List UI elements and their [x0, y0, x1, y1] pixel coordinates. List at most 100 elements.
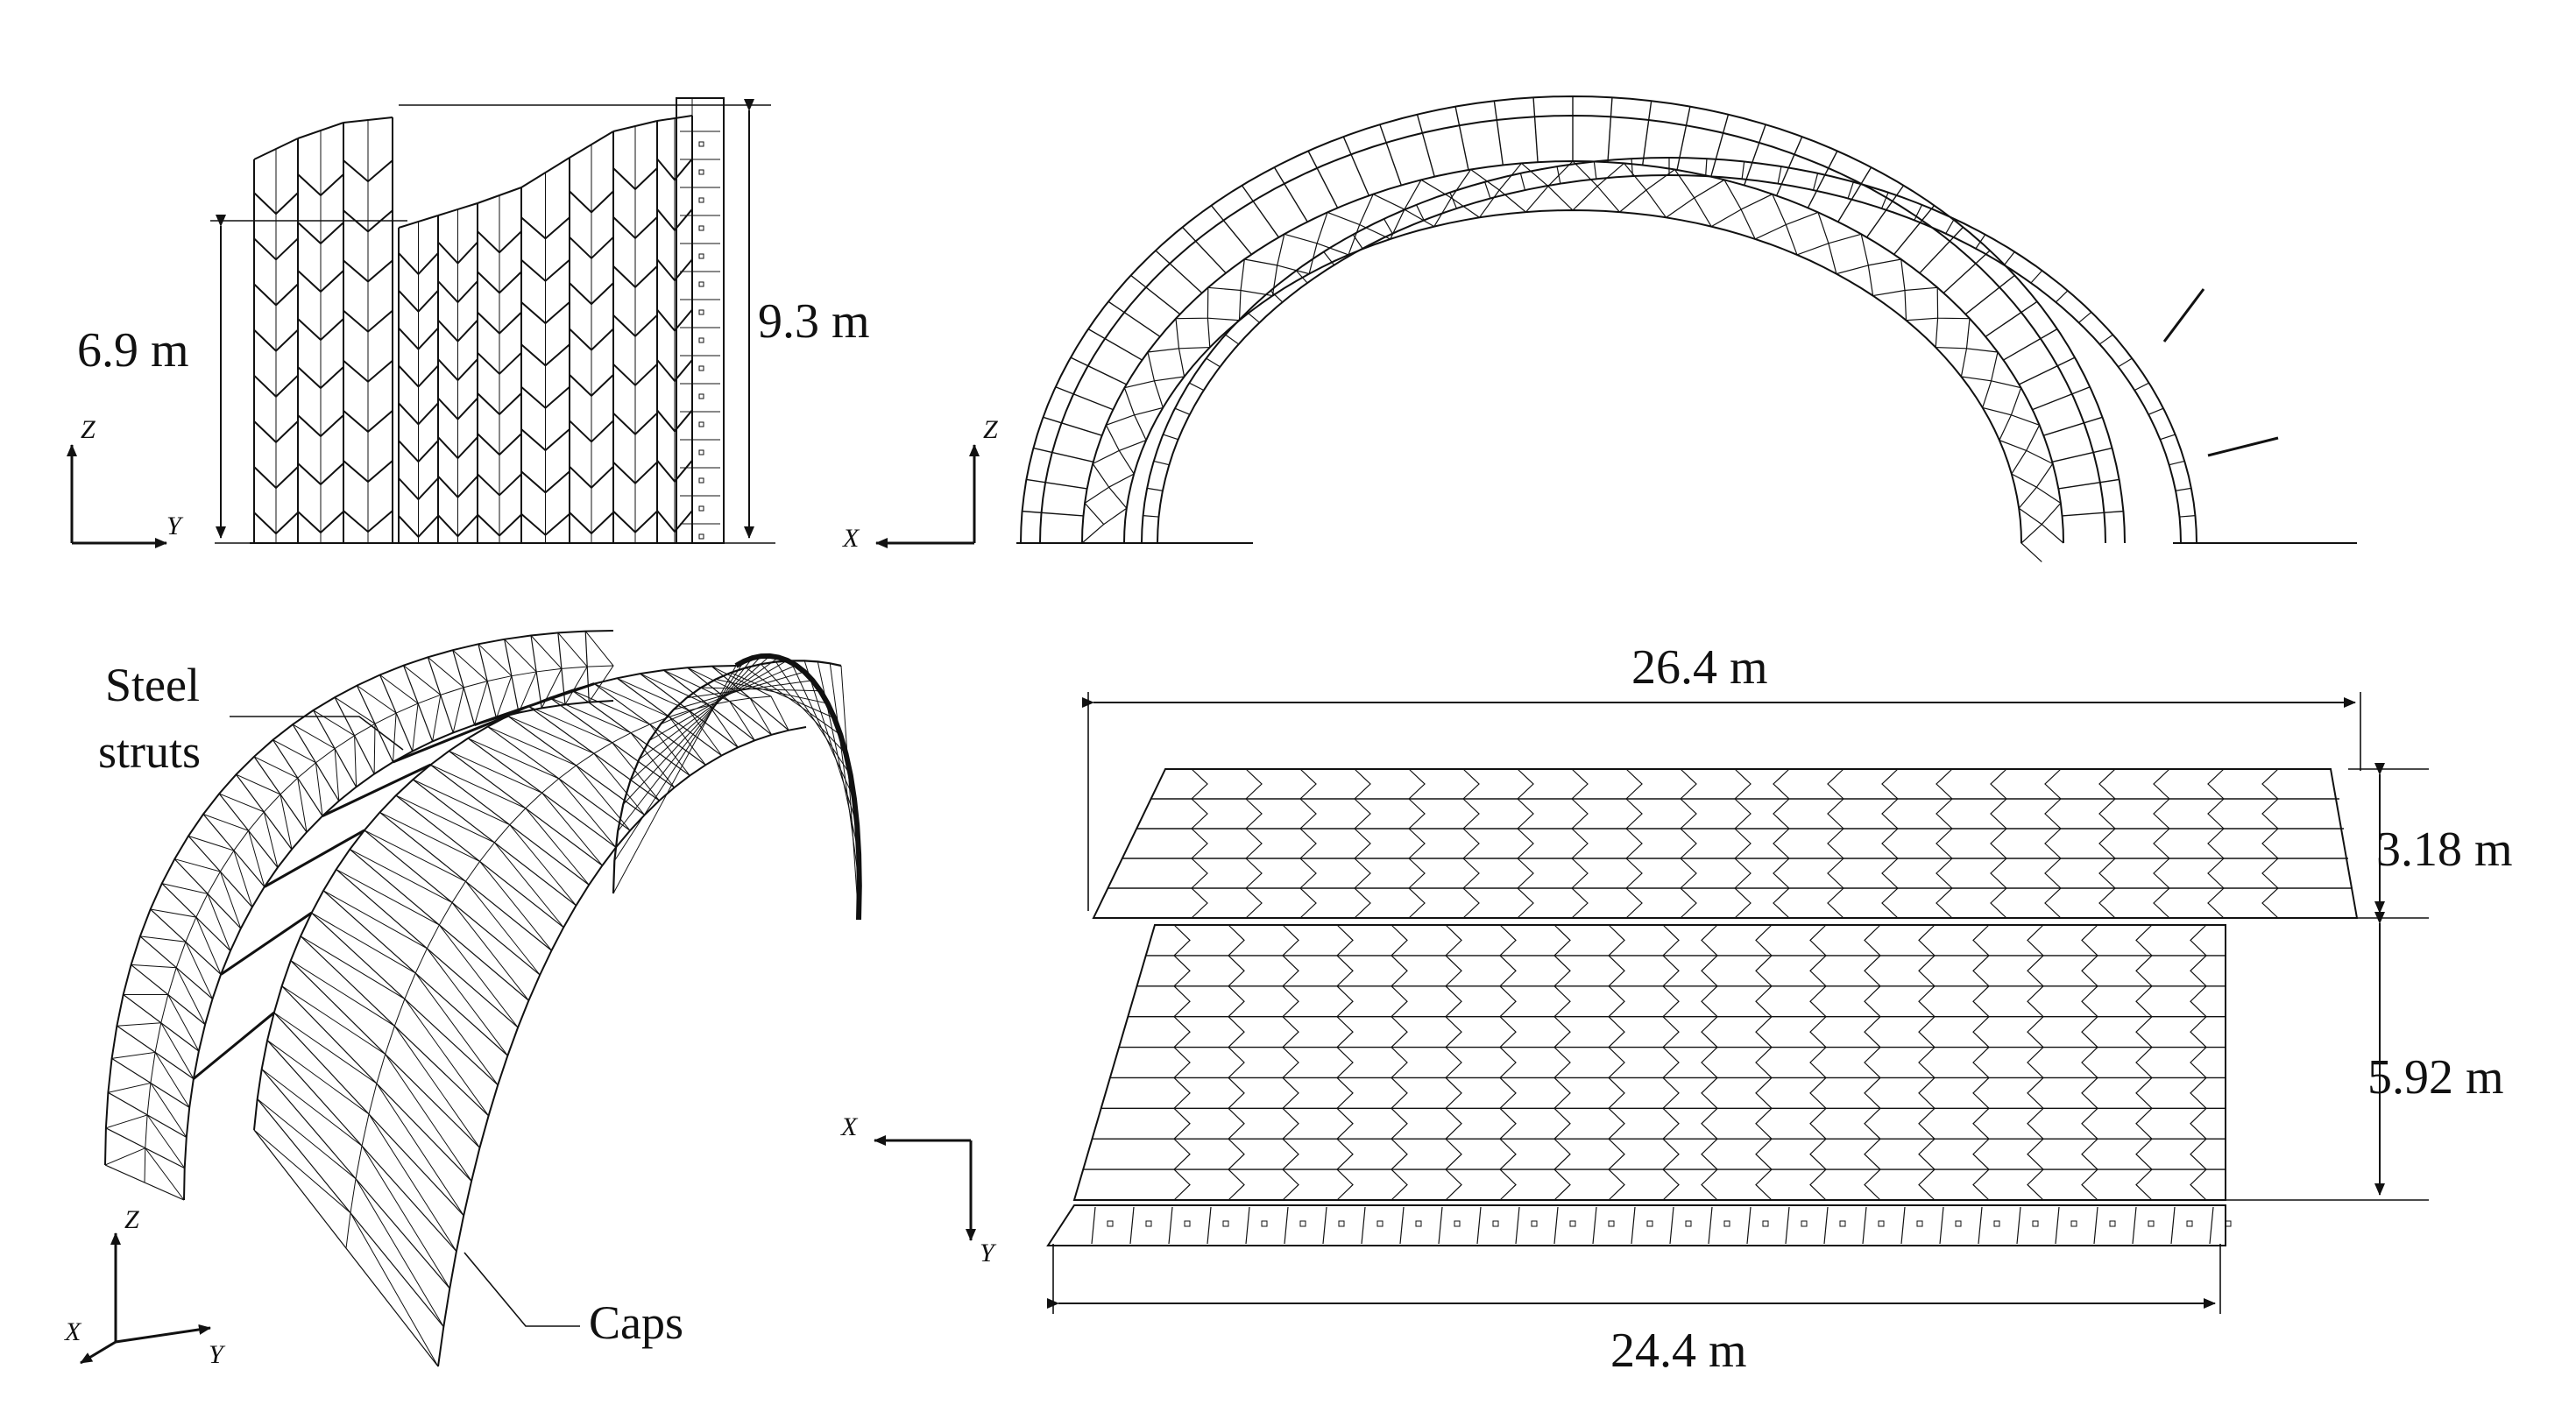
persp-inner-cell-mid — [612, 732, 632, 744]
plan-lower-chevron — [1918, 1107, 1936, 1140]
front-hex-cell — [2018, 486, 2042, 526]
front-cap-joint — [1741, 161, 1745, 180]
plan-lower-chevron — [2190, 1047, 2207, 1078]
front-hex-cell — [1990, 351, 2021, 389]
front-voussoir-joint — [1775, 136, 1803, 196]
front-voussoir-joint — [2019, 357, 2076, 385]
plan-upper-chevron — [1773, 887, 1790, 919]
plan-upper-chevron — [1571, 828, 1589, 859]
front-cap-joint — [1295, 270, 1308, 284]
plan-lower-chevron — [1282, 1107, 1299, 1140]
plan-lower-chevron — [1662, 924, 1680, 957]
plan-lower-chevron — [1228, 924, 1245, 957]
plan-upper-chevron — [1245, 887, 1263, 919]
plan-lower-chevron — [1173, 1077, 1191, 1109]
plan-lower-chevron — [2081, 924, 2098, 957]
front-hex-cell — [1498, 186, 1549, 213]
persp-inner-cell-mid — [376, 1054, 386, 1084]
front-voussoir-joint — [1985, 300, 2038, 337]
plan-lower-chevron — [2190, 1168, 2207, 1201]
persp-outer-cell-mid — [185, 916, 197, 943]
persp-inner-cell-mid — [361, 1113, 370, 1147]
front-hex-cell — [1740, 208, 1787, 240]
plan-upper-chevron — [2261, 798, 2279, 830]
plan-upper-chevron — [2207, 828, 2225, 859]
persp-inner-cell-mid — [414, 948, 428, 974]
plan-lower-chevron — [2081, 1077, 2098, 1109]
persp-inner-cell-mid — [750, 695, 772, 699]
persp-outer-cell-mid — [561, 666, 588, 669]
plan-lower-chevron — [1701, 1168, 1718, 1201]
persp-outer-cell-mid — [146, 1083, 152, 1115]
persp-steel-strut — [322, 763, 432, 817]
plan-upper-chevron — [1734, 828, 1752, 859]
side-cap-bolt — [698, 533, 704, 540]
plan-upper-chevron — [1517, 858, 1534, 889]
plan-upper-chevron — [1680, 858, 1697, 889]
front-hex-cell — [1723, 180, 1773, 210]
plan-lower-chevron — [2027, 985, 2044, 1018]
plan-upper-chevron — [1881, 798, 1899, 830]
plan-upper-chevron — [1517, 887, 1534, 919]
front-hex-cell — [1154, 348, 1185, 382]
plan-upper-chevron — [1625, 887, 1643, 919]
plan-upper-chevron — [1773, 798, 1790, 830]
plan-lower-chevron — [1391, 955, 1408, 987]
front-voussoir-joint — [1022, 510, 1084, 517]
persp-outer-cell-mid — [195, 893, 209, 918]
plan-lower-chevron — [1336, 985, 1354, 1018]
side-dim-low: 6.9 m — [77, 323, 189, 378]
plan-lower-chevron — [1228, 1138, 1245, 1170]
front-voussoir-joint — [2058, 478, 2120, 490]
plan-upper-chevron — [1625, 828, 1643, 859]
plan-upper-chevron — [1881, 828, 1899, 859]
persp-back-cell — [617, 657, 754, 832]
front-arch-curve — [1081, 159, 2064, 544]
plan-lower-chevron — [1972, 1107, 1990, 1140]
plan-upper-chevron — [2261, 828, 2279, 859]
plan-cap-joint — [1823, 1206, 1829, 1245]
plan-lower-chevron — [2135, 1077, 2153, 1109]
plan-lower-chevron — [1228, 955, 1245, 987]
plan-lower-chevron — [1499, 924, 1517, 957]
front-cap-joint — [1225, 334, 1240, 345]
plan-cap-joint — [1091, 1206, 1096, 1245]
front-voussoir-joint — [2032, 386, 2091, 411]
plan-lower-chevron — [1608, 985, 1625, 1018]
plan-upper-chevron — [1734, 858, 1752, 889]
plan-upper-shell — [1092, 768, 2359, 919]
plan-lower-chevron — [2027, 1168, 2044, 1201]
plan-lower-chevron — [1173, 1016, 1191, 1048]
front-cap-joint — [2118, 357, 2133, 368]
front-voussoir-joint — [1807, 151, 1838, 208]
plan-cap-bolt — [1299, 1220, 1306, 1227]
plan-lower-chevron — [1701, 1107, 1718, 1140]
front-cap-joint — [1945, 218, 1955, 234]
plan-lower-chevron — [2135, 1047, 2153, 1078]
front-voussoir-joint — [1342, 136, 1370, 196]
plan-lower-chevron — [1173, 1168, 1191, 1201]
persp-inner-cell-mid — [368, 1083, 378, 1115]
front-voussoir-joint — [1493, 101, 1504, 166]
persp-inner-cell-mid — [385, 1026, 395, 1055]
plan-lower-chevron — [1701, 1016, 1718, 1048]
plan-upper-chevron — [1354, 858, 1371, 889]
plan-upper-chevron — [1299, 798, 1317, 830]
front-hex-cell — [1596, 186, 1647, 213]
plan-lower-chevron — [1755, 985, 1773, 1018]
plan-lower-chevron — [1755, 955, 1773, 987]
persp-outer-cell-mid — [263, 794, 281, 813]
plan-upper-chevron — [1354, 768, 1371, 800]
plan-lower-chevron — [1662, 1047, 1680, 1078]
plan-lower-chevron — [1662, 1077, 1680, 1109]
plan-lower-chevron — [1972, 924, 1990, 957]
plan-upper-chevron — [1245, 828, 1263, 859]
front-cap-joint — [1593, 161, 1597, 180]
persp-outer-cell-chevron — [504, 639, 537, 713]
side-cap-bolt — [698, 449, 704, 455]
front-voussoir-joint — [1919, 226, 1964, 274]
front-cap-joint — [1246, 311, 1260, 323]
front-view — [875, 95, 2357, 562]
persp-arch-edge — [437, 726, 807, 1367]
plan-lower-chevron — [1755, 1047, 1773, 1078]
